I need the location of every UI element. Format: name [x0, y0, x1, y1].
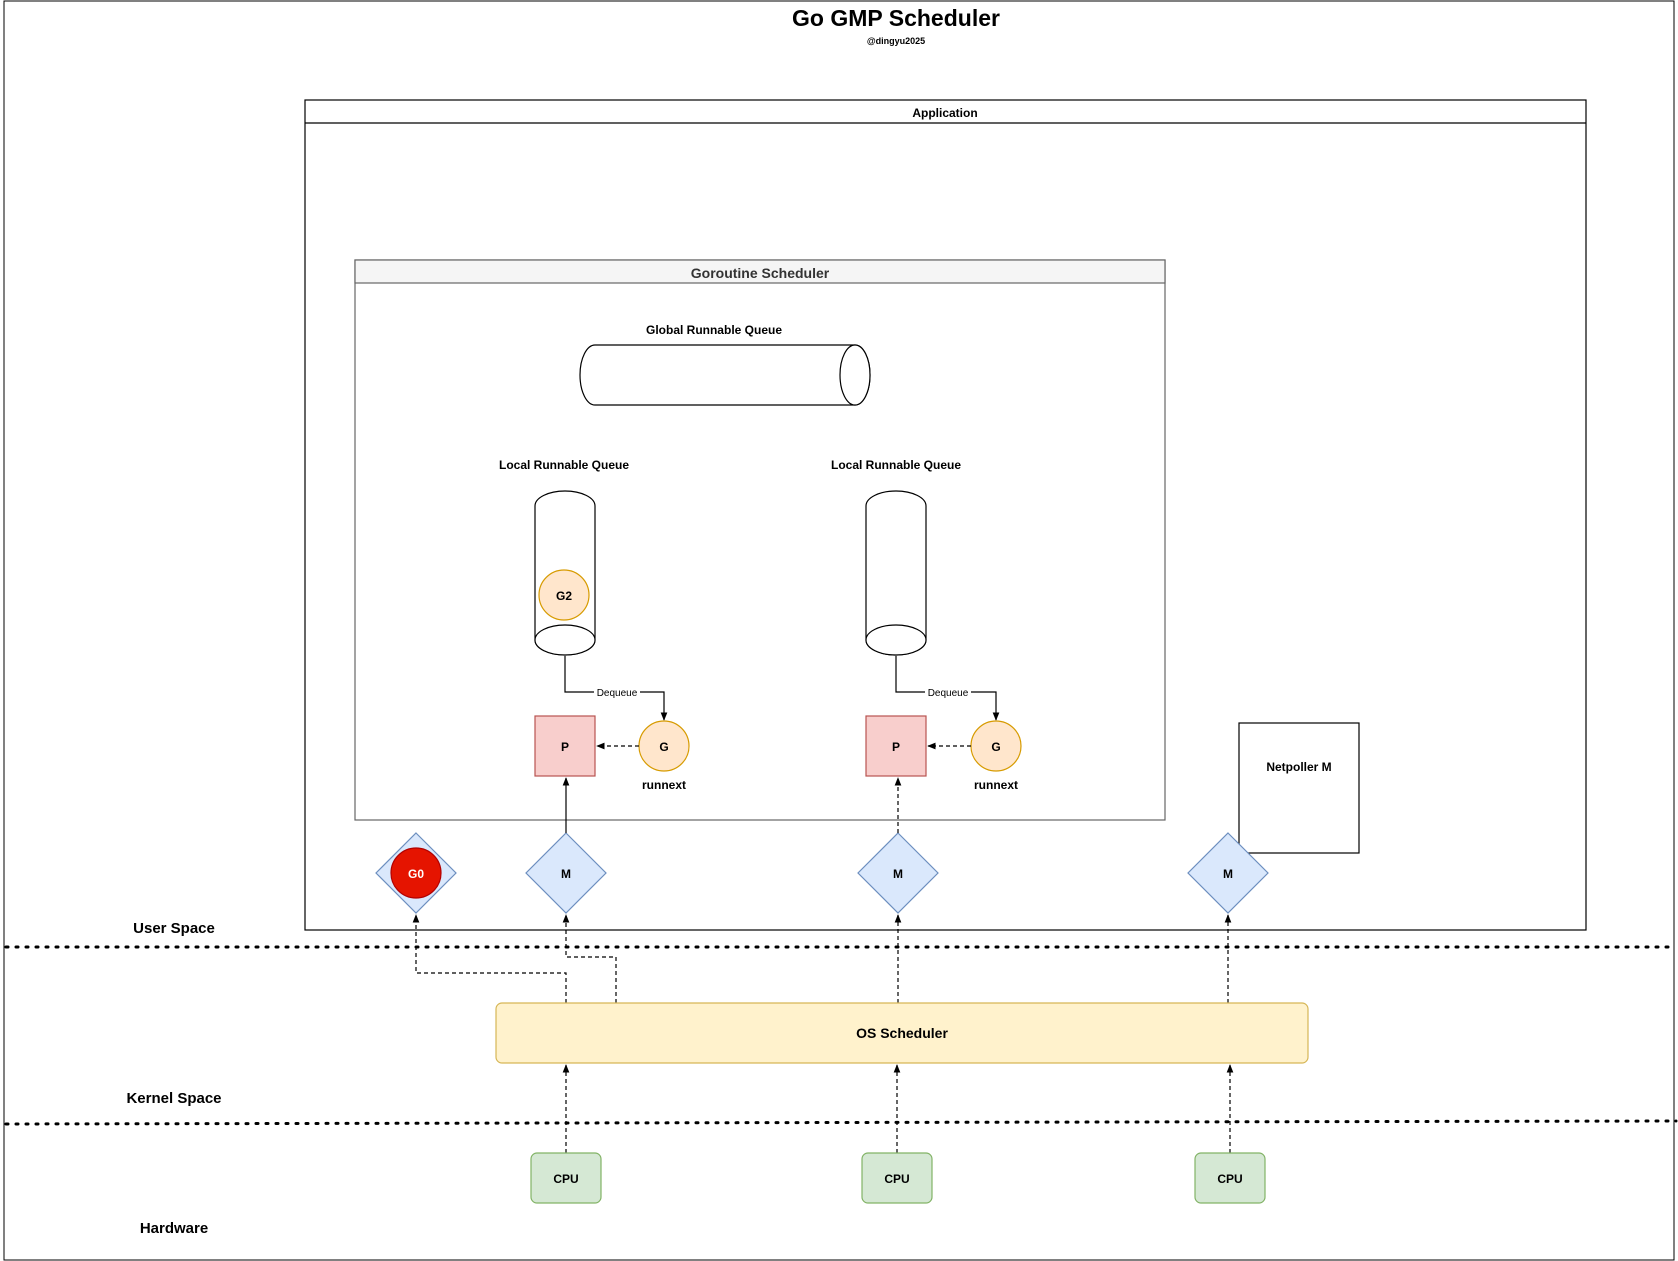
zone-kernel-space: Kernel Space	[126, 1090, 221, 1107]
g0-label: G0	[408, 867, 424, 881]
goroutine-runnext-1: G	[638, 720, 690, 772]
zone-hardware: Hardware	[140, 1220, 208, 1237]
goroutine-scheduler-header	[354, 259, 1166, 284]
machine-m-3: M	[1187, 832, 1269, 914]
global-queue-label: Global Runnable Queue	[646, 323, 782, 337]
local-queue-2-label: Local Runnable Queue	[831, 458, 961, 472]
processor-p-1: P	[534, 715, 596, 777]
goroutine-g2: G2	[538, 569, 590, 621]
machine-m-2-label: M	[893, 867, 903, 881]
application-label: Application	[912, 106, 977, 120]
global-runnable-queue	[579, 344, 871, 406]
runnext-label-2: runnext	[974, 778, 1018, 792]
processor-p-2: P	[865, 715, 927, 777]
cpu-2-label: CPU	[884, 1172, 909, 1186]
page-subtitle: @dingyu2025	[867, 36, 925, 46]
goroutine-g2-label: G2	[556, 589, 572, 603]
dequeue-label-1: Dequeue	[597, 688, 638, 699]
processor-p-2-label: P	[892, 740, 900, 754]
machine-m-1-label: M	[561, 867, 571, 881]
netpoller-label: Netpoller M	[1266, 760, 1331, 774]
local-runnable-queue-2	[865, 490, 927, 656]
os-scheduler: OS Scheduler	[495, 1002, 1309, 1064]
machine-m-2: M	[857, 832, 939, 914]
goroutine-runnext-1-label: G	[659, 740, 668, 754]
dequeue-label-2: Dequeue	[928, 688, 969, 699]
cpu-1: CPU	[530, 1152, 602, 1204]
os-scheduler-label: OS Scheduler	[856, 1025, 948, 1041]
netpoller-box: Netpoller M	[1238, 722, 1360, 854]
runnext-label-1: runnext	[642, 778, 686, 792]
processor-p-1-label: P	[561, 740, 569, 754]
cpu-1-label: CPU	[553, 1172, 578, 1186]
goroutine-scheduler-container: Goroutine Scheduler	[354, 259, 1166, 821]
goroutine-scheduler-label: Goroutine Scheduler	[691, 265, 830, 281]
machine-m-3-label: M	[1223, 867, 1233, 881]
kernel-hardware-separator	[4, 1119, 1678, 1126]
cpu-2: CPU	[861, 1152, 933, 1204]
g0-machine: G0	[375, 832, 457, 914]
cpu-3-label: CPU	[1217, 1172, 1242, 1186]
page-title: Go GMP Scheduler	[792, 5, 1000, 31]
zone-user-space: User Space	[133, 920, 215, 937]
cpu-3: CPU	[1194, 1152, 1266, 1204]
local-queue-1-label: Local Runnable Queue	[499, 458, 629, 472]
machine-m-1: M	[525, 832, 607, 914]
g0-goroutine	[390, 847, 442, 899]
goroutine-runnext-2-label: G	[991, 740, 1000, 754]
goroutine-runnext-2: G	[970, 720, 1022, 772]
os-to-m1-edge	[562, 914, 617, 1003]
os-to-g0-edge	[412, 914, 567, 1003]
